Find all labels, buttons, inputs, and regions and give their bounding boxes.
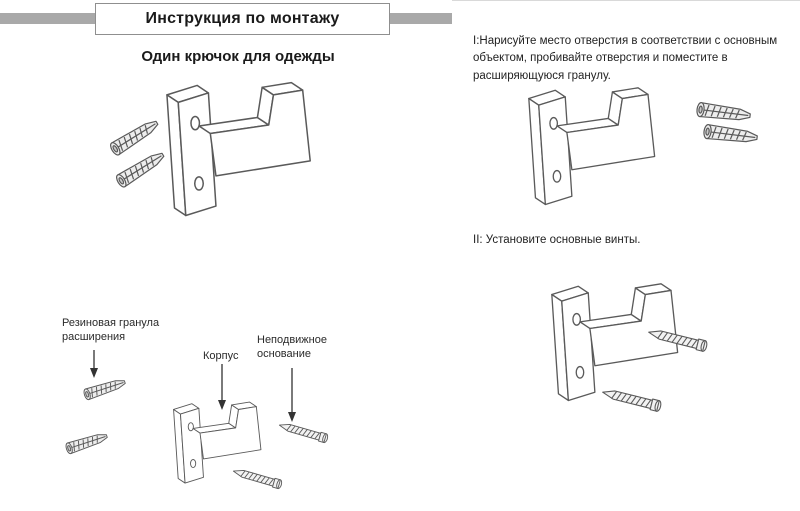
label-fixed-base: Неподвижное основание (257, 334, 327, 361)
wall-hook-drawing (512, 82, 688, 226)
down-arrow-icon (90, 350, 98, 378)
screw-icon (275, 418, 338, 449)
top-rule (452, 0, 800, 1)
header-band-left (0, 13, 95, 24)
step-1-text: I:Нарисуйте место отверстия в соответств… (473, 35, 778, 82)
header-band-right (388, 13, 452, 24)
label-body: Корпус (203, 350, 239, 362)
wall-hook-drawing (148, 76, 348, 240)
label-expansion-granule: Резиновая гранула расширения (62, 317, 160, 344)
down-arrow-icon (218, 364, 226, 410)
page-title: Инструкция по монтажу (145, 10, 340, 27)
expansion-anchor-icon (79, 373, 132, 405)
expansion-anchor-icon (61, 427, 114, 459)
step-2-text: II: Установите основные винты. (473, 234, 641, 246)
down-arrow-icon (288, 368, 296, 422)
page-title-box: Инструкция по монтажу (95, 3, 390, 35)
product-subtitle: Один крючок для одежды (141, 48, 335, 65)
